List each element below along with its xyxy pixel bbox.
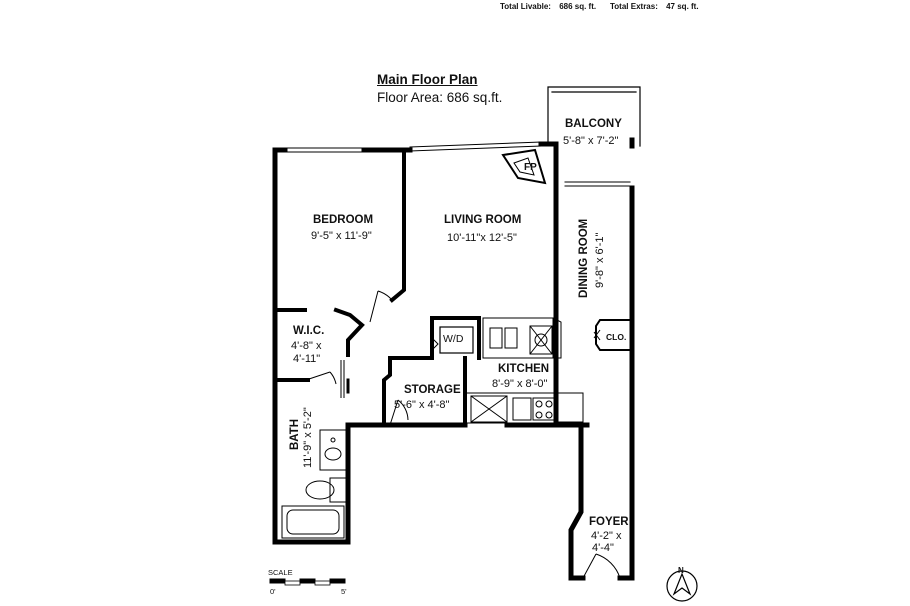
windows bbox=[272, 141, 631, 489]
washer-dryer-icon bbox=[431, 326, 474, 354]
kitchen-name: KITCHEN bbox=[498, 363, 550, 375]
wic-dims-line1: 4'-8" x bbox=[291, 340, 322, 352]
foyer-name: FOYER bbox=[589, 516, 629, 528]
outer-wall bbox=[272, 147, 468, 545]
bedroom-living-wall bbox=[389, 148, 406, 303]
total-extras: Total Extras: 47 sq. ft. bbox=[610, 2, 699, 11]
balcony-dims: 5'-8" x 7'-2" bbox=[563, 135, 619, 147]
plan-title: Main Floor Plan bbox=[377, 72, 478, 87]
scale-label: SCALE bbox=[268, 568, 293, 577]
door-swings bbox=[305, 290, 633, 579]
floor-area: Floor Area: 686 sq.ft. bbox=[377, 90, 503, 105]
storage-wall bbox=[382, 356, 434, 427]
balcony-name: BALCONY bbox=[565, 118, 622, 130]
kitchen-counters bbox=[464, 317, 584, 424]
living-room-name: LIVING ROOM bbox=[444, 214, 522, 226]
bath-name: BATH bbox=[289, 418, 301, 450]
bath-dims: 11'-9" x 5'-2" bbox=[302, 407, 314, 468]
wic-dims-line2: 4'-11" bbox=[293, 353, 321, 365]
fireplace-label: FP bbox=[524, 162, 537, 173]
scale-bar bbox=[269, 578, 346, 586]
balcony-rail bbox=[547, 86, 641, 147]
scale-start: 0' bbox=[270, 587, 276, 596]
foyer-dims-line2: 4'-4" bbox=[592, 542, 614, 554]
scale-end: 5' bbox=[341, 587, 347, 596]
bath-fixtures bbox=[281, 429, 347, 539]
north-arrow-icon bbox=[666, 570, 698, 602]
living-room-dims: 10'-11"x 12'-5" bbox=[447, 232, 517, 244]
total-livable: Total Livable: 686 sq. ft. bbox=[500, 2, 597, 11]
wic-name: W.I.C. bbox=[293, 325, 325, 337]
bedroom-dims: 9'-5" x 11'-9" bbox=[311, 230, 372, 242]
washer-dryer-label: W/D bbox=[443, 333, 464, 345]
dining-room-name: DINING ROOM bbox=[578, 218, 590, 298]
storage-name: STORAGE bbox=[404, 384, 461, 396]
wic-wall bbox=[333, 307, 365, 357]
fireplace-icon bbox=[501, 148, 547, 185]
outer-wall bbox=[553, 141, 586, 581]
closet-label: CLO. bbox=[606, 332, 627, 342]
north-label: N bbox=[678, 566, 684, 575]
kitchen-dims: 8'-9" x 8'-0" bbox=[492, 378, 548, 390]
dining-room-dims: 9'-8" x 6'-1" bbox=[594, 232, 606, 288]
storage-dims: 5'-6" x 4'-8" bbox=[394, 399, 450, 411]
bedroom-name: BEDROOM bbox=[313, 214, 374, 226]
foyer-dims-line1: 4'-2" x bbox=[591, 530, 622, 542]
